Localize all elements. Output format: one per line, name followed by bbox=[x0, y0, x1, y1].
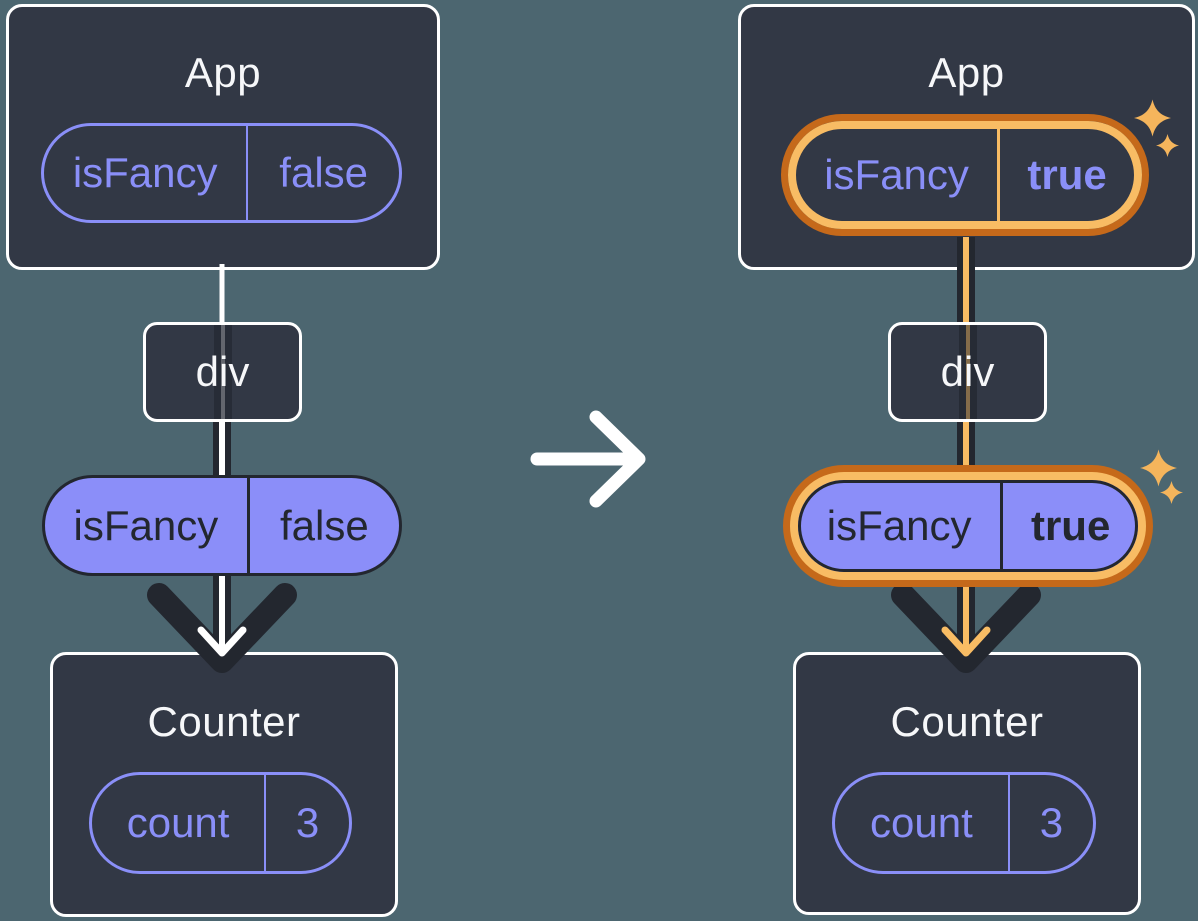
prop-name-cell: isFancy bbox=[72, 149, 218, 196]
app-component-box-before: App isFancy false bbox=[6, 4, 440, 270]
prop-value-cell: true bbox=[997, 129, 1134, 221]
prop-value-cell: false bbox=[246, 478, 399, 573]
sparkle-icon bbox=[1140, 449, 1177, 487]
counter-component-box-after: Counter count 3 bbox=[793, 652, 1141, 915]
counter-component-box-before: Counter count 3 bbox=[50, 652, 398, 917]
prop-name-cell: isFancy bbox=[73, 501, 219, 549]
prop-value-cell: false bbox=[246, 126, 399, 220]
small-arrowhead-icon bbox=[197, 626, 247, 657]
pass-through-line-muted bbox=[213, 325, 232, 419]
after-connector bbox=[891, 237, 1041, 673]
counter-state-pill-after: count 3 bbox=[832, 772, 1096, 874]
state-name-cell: count bbox=[870, 799, 973, 846]
div-label-before: div bbox=[195, 348, 250, 395]
small-arrowhead-icon bbox=[941, 626, 991, 657]
app-component-box-after: App isFancy true bbox=[738, 4, 1195, 270]
passed-prop-pill-before: isFancy false bbox=[42, 475, 402, 576]
sparkle-icon bbox=[1156, 134, 1179, 157]
state-value-cell: 3 bbox=[264, 775, 349, 871]
arrow-right-icon bbox=[530, 410, 646, 508]
state-name-cell: count bbox=[126, 799, 230, 846]
app-title-before: App bbox=[184, 49, 262, 96]
sparkle-icon bbox=[1134, 99, 1171, 137]
div-label-after: div bbox=[940, 348, 995, 395]
div-node-box-after: div bbox=[888, 322, 1047, 422]
app-title-after: App bbox=[928, 49, 1005, 96]
counter-title-before: Counter bbox=[147, 698, 301, 745]
passed-prop-pill-after-highlighted: isFancy true bbox=[790, 472, 1146, 580]
counter-state-pill-before: count 3 bbox=[89, 772, 352, 874]
pass-through-line-muted bbox=[958, 325, 977, 419]
div-node-box-before: div bbox=[143, 322, 302, 422]
app-prop-pill-after-highlighted: isFancy true bbox=[788, 121, 1142, 229]
counter-title-after: Counter bbox=[890, 698, 1044, 745]
state-value-cell: 3 bbox=[1007, 775, 1093, 871]
prop-name-cell: isFancy bbox=[824, 151, 969, 198]
app-prop-pill-before: isFancy false bbox=[41, 123, 402, 223]
prop-name-cell: isFancy bbox=[826, 502, 972, 549]
prop-value-cell: true bbox=[1000, 480, 1138, 572]
sparkle-icon bbox=[1160, 481, 1183, 504]
